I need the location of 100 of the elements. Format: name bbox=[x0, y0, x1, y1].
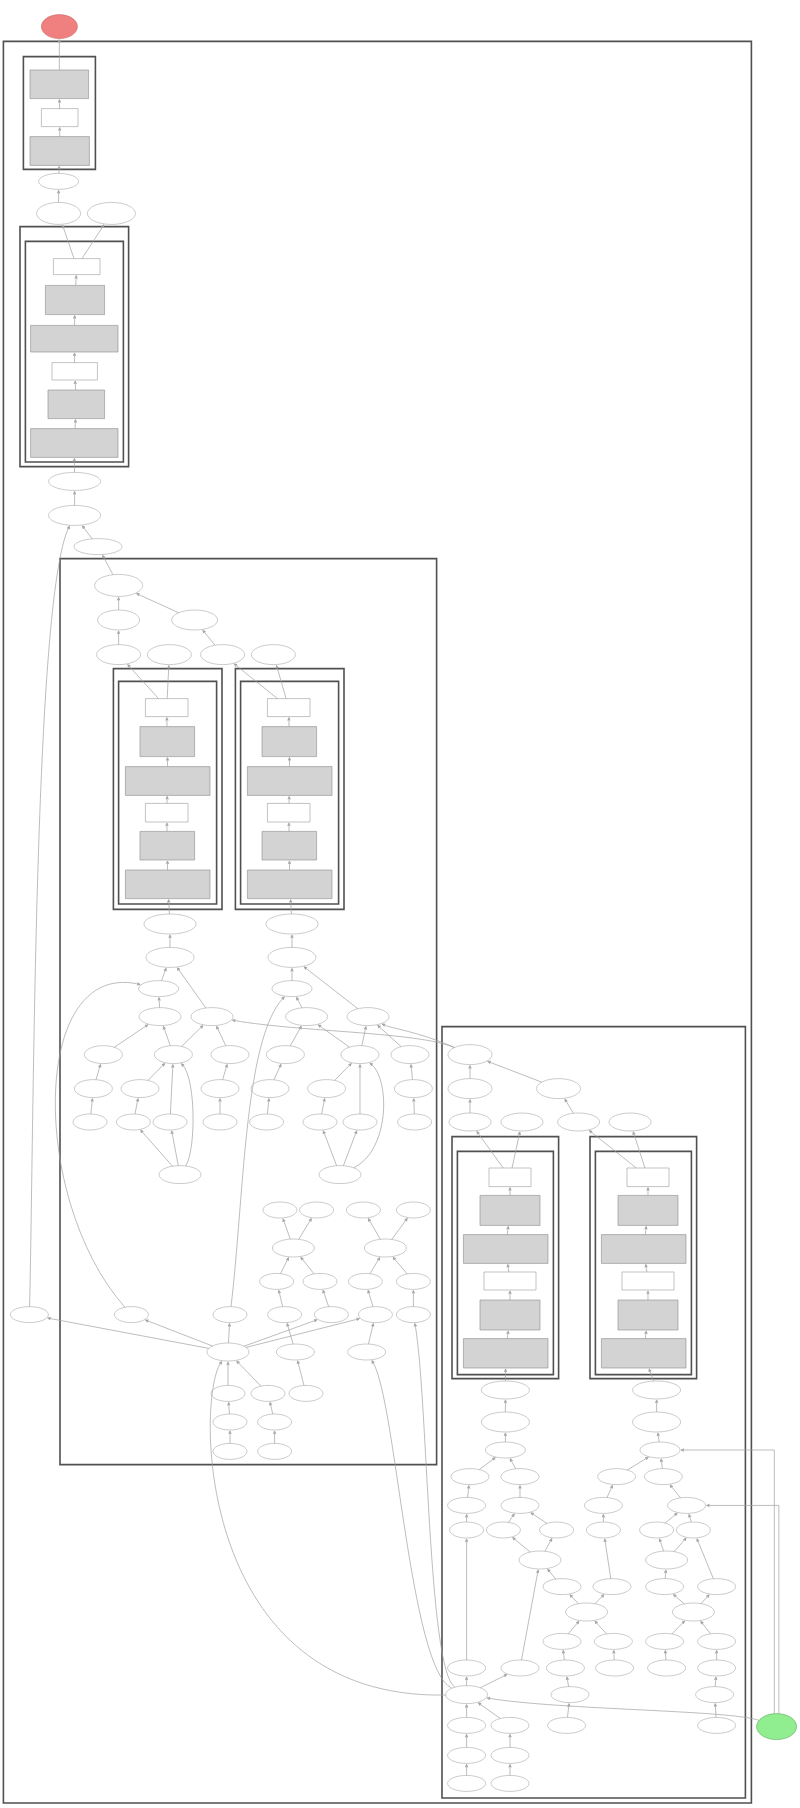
ellipse-node bbox=[490, 1747, 530, 1764]
box-node bbox=[145, 803, 189, 823]
arrow bbox=[321, 1098, 326, 1115]
ellipse-node bbox=[447, 1497, 486, 1514]
ellipse-node bbox=[485, 1441, 526, 1459]
arrow bbox=[74, 275, 78, 286]
ellipse-node bbox=[595, 1659, 634, 1677]
arrow bbox=[222, 1064, 228, 1081]
ellipse-node bbox=[38, 173, 79, 190]
ellipse-node bbox=[695, 1686, 734, 1703]
arrow bbox=[343, 1130, 358, 1167]
ellipse-node bbox=[87, 202, 136, 225]
arrow bbox=[664, 1512, 678, 1524]
arrow bbox=[508, 1763, 512, 1776]
ellipse-node bbox=[116, 1113, 151, 1131]
ellipse-node bbox=[73, 538, 123, 555]
arrow bbox=[700, 1620, 711, 1635]
ellipse-node bbox=[518, 1550, 562, 1570]
ellipse-node bbox=[539, 1521, 574, 1539]
arrow bbox=[62, 224, 75, 259]
arrow bbox=[512, 1537, 531, 1553]
arrow bbox=[659, 1458, 664, 1469]
ellipse-node bbox=[542, 1633, 582, 1650]
arrow bbox=[468, 1099, 472, 1114]
arrow bbox=[392, 1256, 408, 1275]
arrow bbox=[95, 1064, 102, 1081]
ellipse-node bbox=[266, 1045, 305, 1064]
arrow bbox=[29, 525, 70, 1307]
ellipse-node bbox=[210, 1385, 246, 1402]
arrow bbox=[367, 1218, 381, 1240]
ellipse-node bbox=[171, 609, 218, 631]
arrow bbox=[202, 629, 216, 646]
arrow bbox=[696, 1538, 714, 1580]
arrow bbox=[102, 554, 114, 576]
ellipse-node bbox=[288, 1385, 324, 1402]
arrow bbox=[73, 315, 77, 326]
arrow bbox=[273, 1430, 277, 1444]
ellipse-node bbox=[639, 1521, 674, 1539]
arrow bbox=[322, 1289, 330, 1308]
arrow bbox=[508, 1733, 512, 1748]
arrow bbox=[275, 665, 287, 699]
box-node bbox=[488, 1167, 532, 1187]
arrow bbox=[267, 1098, 271, 1115]
arrow bbox=[72, 352, 77, 363]
group-frame bbox=[24, 240, 125, 463]
ellipse-node bbox=[307, 1079, 346, 1098]
ellipse-node bbox=[48, 472, 101, 491]
ellipse-node bbox=[299, 1201, 334, 1219]
box-node bbox=[463, 1338, 549, 1369]
arrow bbox=[353, 1062, 385, 1169]
ellipse-node bbox=[202, 1113, 238, 1131]
group-frame bbox=[441, 1025, 747, 1799]
ellipse-node bbox=[74, 1079, 113, 1098]
ellipse-node bbox=[481, 1380, 530, 1400]
arrow bbox=[465, 1538, 469, 1661]
arrow bbox=[627, 1456, 649, 1471]
arrow bbox=[413, 1323, 456, 1688]
box-node bbox=[41, 108, 79, 127]
arrow bbox=[506, 1263, 510, 1273]
ellipse-node bbox=[697, 1578, 736, 1595]
arrow bbox=[55, 982, 141, 1308]
ellipse-node bbox=[262, 1201, 298, 1219]
ellipse-node bbox=[302, 1273, 338, 1290]
ellipse-node bbox=[154, 1045, 193, 1064]
box-node bbox=[139, 726, 195, 757]
box-node bbox=[125, 869, 211, 899]
ellipse-node bbox=[639, 1441, 681, 1459]
arrow bbox=[177, 967, 207, 1009]
ellipse-node bbox=[210, 1045, 250, 1064]
ellipse-node bbox=[272, 1238, 315, 1258]
arrow bbox=[230, 996, 285, 1307]
arrow bbox=[680, 1448, 775, 1715]
arrow bbox=[564, 1098, 574, 1114]
box-node bbox=[47, 389, 105, 419]
group-frame bbox=[22, 55, 97, 171]
ellipse-node bbox=[97, 609, 140, 631]
ellipse-node bbox=[597, 1468, 636, 1485]
ellipse-node bbox=[396, 1273, 431, 1290]
ellipse-node bbox=[212, 1306, 248, 1323]
group-frame bbox=[117, 680, 218, 905]
arrow bbox=[644, 1330, 648, 1339]
ellipse-node bbox=[542, 1578, 582, 1595]
arrow bbox=[664, 1569, 668, 1579]
ellipse-node bbox=[147, 644, 192, 665]
ellipse-node bbox=[396, 1306, 431, 1323]
ellipse-node bbox=[342, 1113, 378, 1131]
arrow bbox=[714, 1676, 718, 1687]
box-node bbox=[247, 766, 333, 796]
arrow bbox=[90, 1098, 94, 1115]
ellipse-node bbox=[200, 644, 245, 665]
ellipse-node bbox=[449, 1521, 484, 1539]
ellipse-node bbox=[250, 1385, 286, 1402]
ellipse-node bbox=[138, 1007, 182, 1026]
ellipse-node bbox=[756, 1713, 797, 1740]
ellipse-node bbox=[249, 1113, 284, 1131]
arrow bbox=[367, 1289, 374, 1308]
arrow bbox=[612, 1649, 616, 1661]
arrow bbox=[282, 1218, 291, 1240]
group-frame bbox=[239, 680, 340, 905]
ellipse-node bbox=[547, 1717, 586, 1734]
